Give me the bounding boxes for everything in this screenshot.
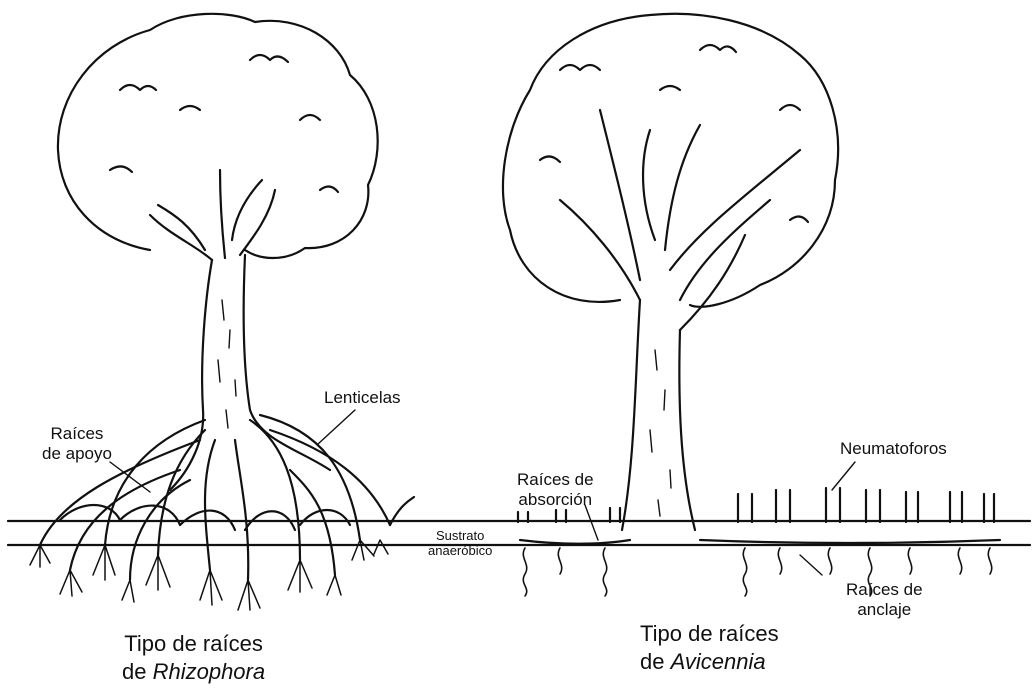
rhizophora-trunk-right [244, 255, 330, 470]
pointer-raices-anclaje [800, 555, 822, 575]
label-sustrato-line1: Sustrato [428, 528, 492, 543]
label-raices-anclaje-line1: Raíces de [846, 580, 923, 600]
caption-rhizophora-line2: de Rhizophora [122, 658, 265, 686]
label-raices-absorcion: Raíces de absorción [517, 470, 594, 510]
label-raices-absorcion-line2: absorción [517, 490, 594, 510]
label-raices-absorcion-line1: Raíces de [517, 470, 594, 490]
caption-avicennia-prefix: de [640, 649, 671, 674]
label-raices-anclaje-line2: anclaje [846, 600, 923, 620]
caption-rhizophora: Tipo de raíces de Rhizophora [122, 630, 265, 686]
caption-rhizophora-prefix: de [122, 659, 153, 684]
pointer-neumatoforos [832, 462, 855, 490]
caption-avicennia: Tipo de raíces de Avicennia [640, 620, 779, 676]
rhizophora-canopy [58, 14, 378, 258]
avicennia-trunk-right [679, 330, 695, 530]
caption-rhizophora-line1: Tipo de raíces [122, 630, 265, 658]
caption-avicennia-line2: de Avicennia [640, 648, 779, 676]
label-raices-anclaje: Raíces de anclaje [846, 580, 923, 620]
label-raices-apoyo-line2: de apoyo [42, 444, 112, 464]
label-sustrato: Sustrato anaeróbico [428, 528, 492, 558]
pointer-raices-absorcion [585, 505, 598, 540]
label-lenticelas: Lenticelas [324, 388, 401, 408]
caption-avicennia-line1: Tipo de raíces [640, 620, 779, 648]
label-sustrato-line2: anaeróbico [428, 543, 492, 558]
caption-avicennia-genus: Avicennia [671, 649, 766, 674]
rhizophora-trunk-left [170, 260, 212, 490]
avicennia-trunk-left [622, 300, 640, 530]
pointer-lenticelas [318, 410, 355, 444]
label-neumatoforos: Neumatoforos [840, 439, 947, 459]
label-raices-apoyo: Raíces de apoyo [42, 424, 112, 464]
label-raices-apoyo-line1: Raíces [42, 424, 112, 444]
caption-rhizophora-genus: Rhizophora [153, 659, 266, 684]
